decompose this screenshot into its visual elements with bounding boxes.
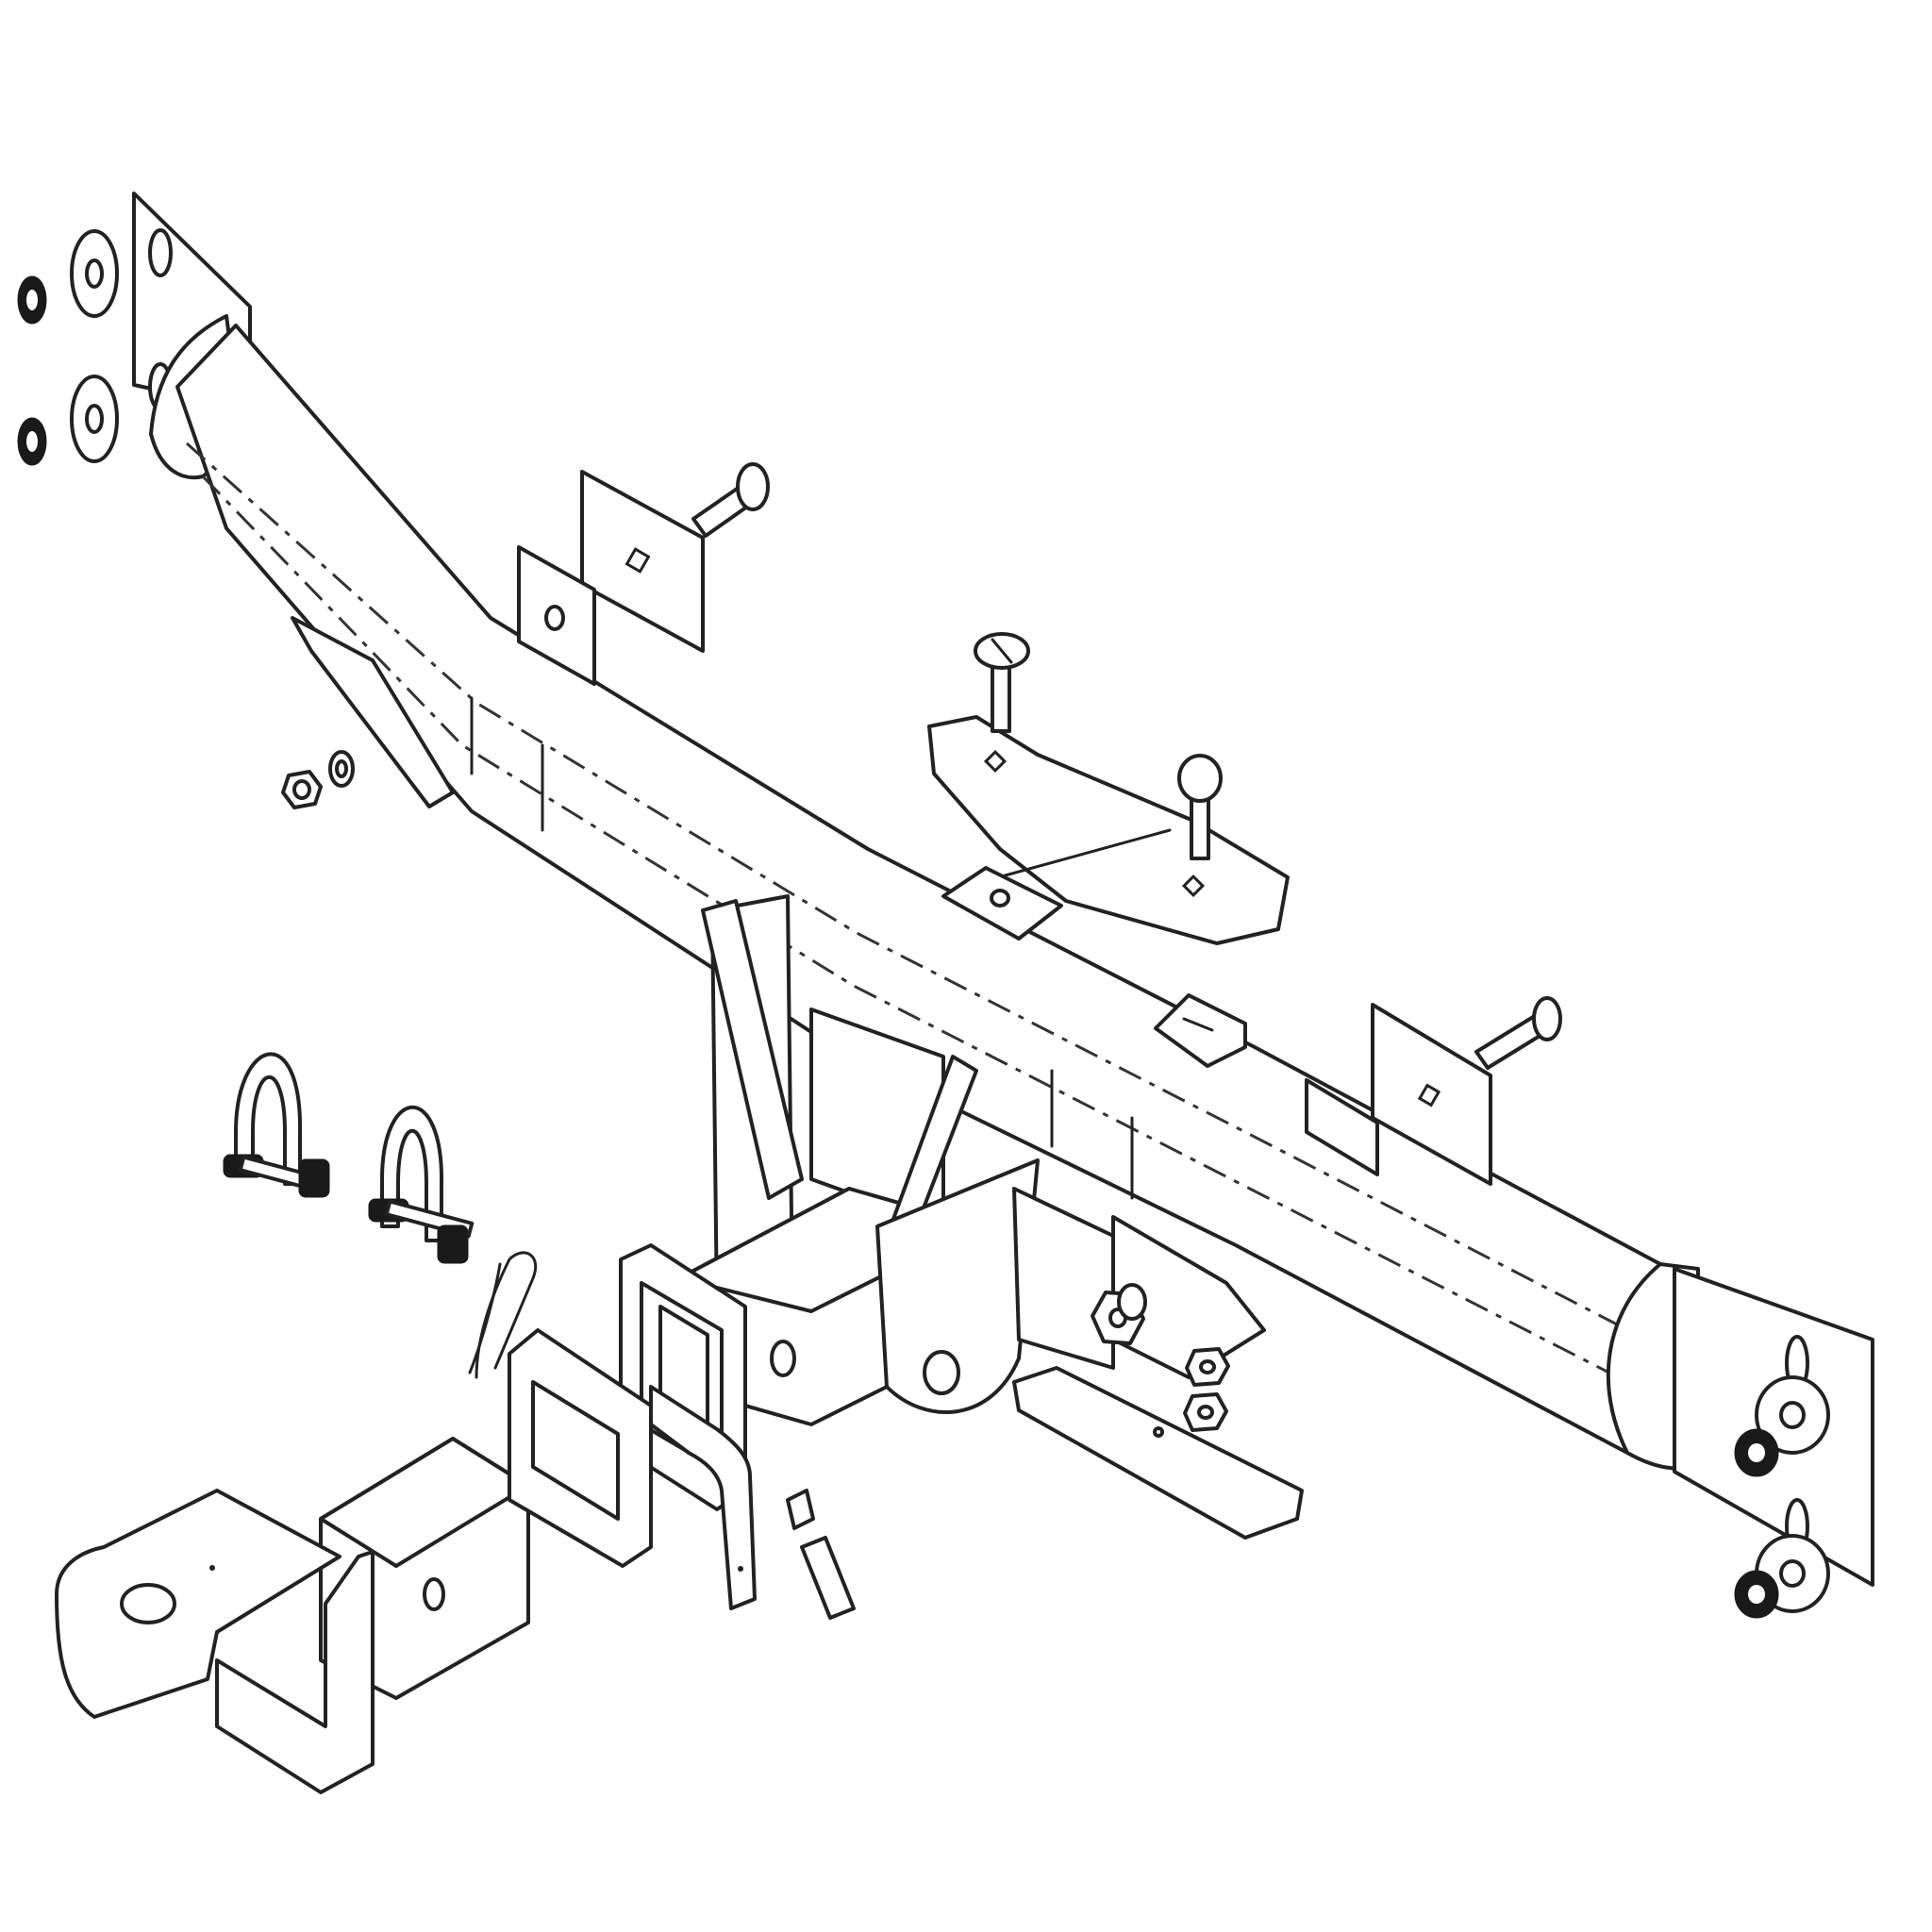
- carriage-bolt: [1474, 996, 1562, 1070]
- nut: [1185, 1347, 1230, 1387]
- bracket-plate: [927, 715, 1290, 945]
- spacer-plate: [1154, 993, 1247, 1068]
- spacer-plate: [1305, 1078, 1379, 1176]
- nut: [281, 770, 323, 809]
- spring-washer: [1734, 1428, 1779, 1477]
- hitch-pin: [786, 1489, 856, 1620]
- d-shackle: [368, 1106, 475, 1264]
- washer: [70, 375, 119, 463]
- tow-ball-mount: [55, 1437, 530, 1794]
- receiver-housing: [677, 894, 1266, 1426]
- washer: [1755, 1375, 1830, 1455]
- left-fixings: [17, 229, 119, 466]
- carriage-bolt: [691, 462, 770, 538]
- washer: [328, 750, 355, 788]
- washer: [1117, 1283, 1147, 1321]
- square-plate: [1371, 1003, 1492, 1186]
- hitch-pin: [649, 1385, 757, 1610]
- spring-washer: [17, 417, 47, 466]
- main-crossbar: [132, 192, 1874, 1587]
- nut: [1183, 1392, 1228, 1432]
- spacer-plate: [941, 866, 1063, 941]
- spring-washer: [1734, 1570, 1779, 1619]
- spacer-plate: [517, 545, 596, 686]
- square-plate: [580, 470, 705, 653]
- spring-washer: [17, 275, 47, 325]
- right-fixings: [1734, 1375, 1830, 1619]
- safety-clip: [468, 1251, 538, 1379]
- flat-strap: [1012, 1366, 1304, 1540]
- washer: [70, 229, 119, 318]
- d-shackle: [223, 1052, 330, 1198]
- receiver-collar: [508, 1328, 653, 1568]
- carriage-bolt: [1177, 754, 1223, 860]
- carriage-bolt: [974, 632, 1030, 733]
